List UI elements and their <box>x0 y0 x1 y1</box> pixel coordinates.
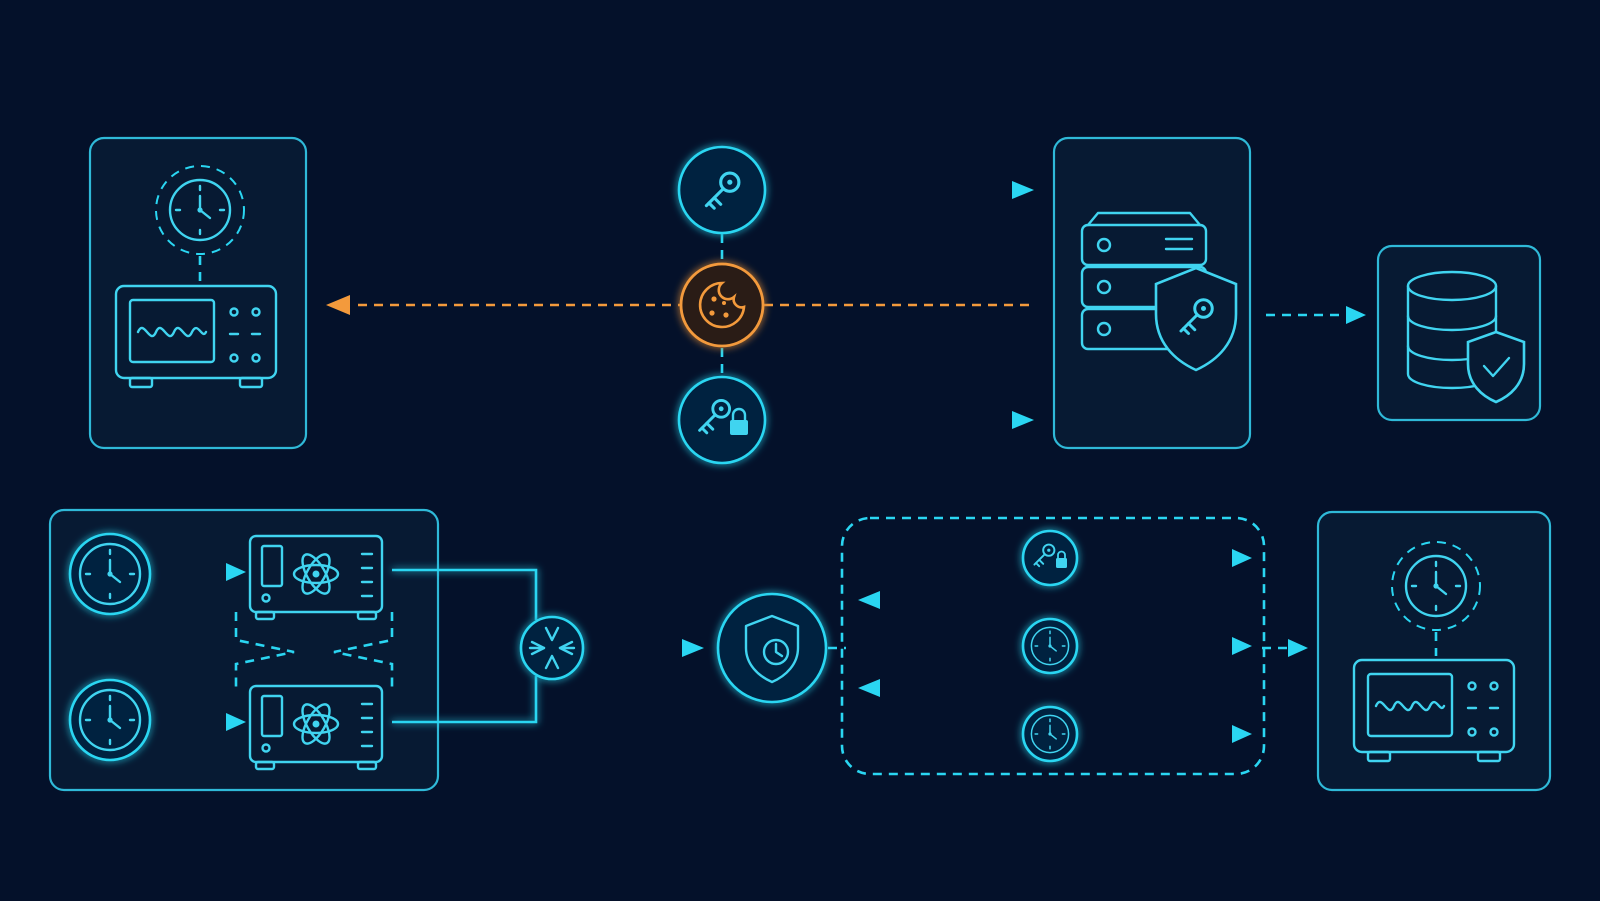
server-db-arrowhead <box>1346 306 1366 324</box>
shield-key-icon <box>1154 266 1238 372</box>
key-lock-node <box>1021 529 1079 587</box>
key-lock-node <box>677 375 767 465</box>
shield-clock-node <box>716 592 828 704</box>
receiver-device-box <box>1316 510 1552 792</box>
atomic-to-merge-bottom <box>392 676 538 724</box>
atomic-cross-link-left <box>234 612 295 690</box>
clock-icon <box>155 165 245 255</box>
clock-node <box>1021 705 1079 763</box>
shield-check-icon <box>1466 330 1526 404</box>
clock-node <box>1021 617 1079 675</box>
exchange-frame <box>840 516 1266 776</box>
shield-clock-icon <box>744 614 800 684</box>
lock-icon <box>730 407 748 435</box>
request-arrowhead <box>1012 181 1034 199</box>
atomic-cross-link-right <box>333 612 394 690</box>
auth-arrowhead <box>1012 411 1034 429</box>
merge-node <box>519 615 585 681</box>
clock-icon <box>68 678 152 762</box>
clock-icon <box>68 532 152 616</box>
clock-icon <box>1391 541 1481 631</box>
merge-icon <box>528 626 576 670</box>
atomic-to-merge-top <box>392 568 538 620</box>
cookie-node <box>679 262 765 348</box>
cookie-arrowhead <box>326 295 350 315</box>
server-box <box>1052 136 1252 450</box>
client-device-box <box>88 136 308 450</box>
cookie-icon <box>698 281 746 329</box>
key-node <box>677 145 767 235</box>
